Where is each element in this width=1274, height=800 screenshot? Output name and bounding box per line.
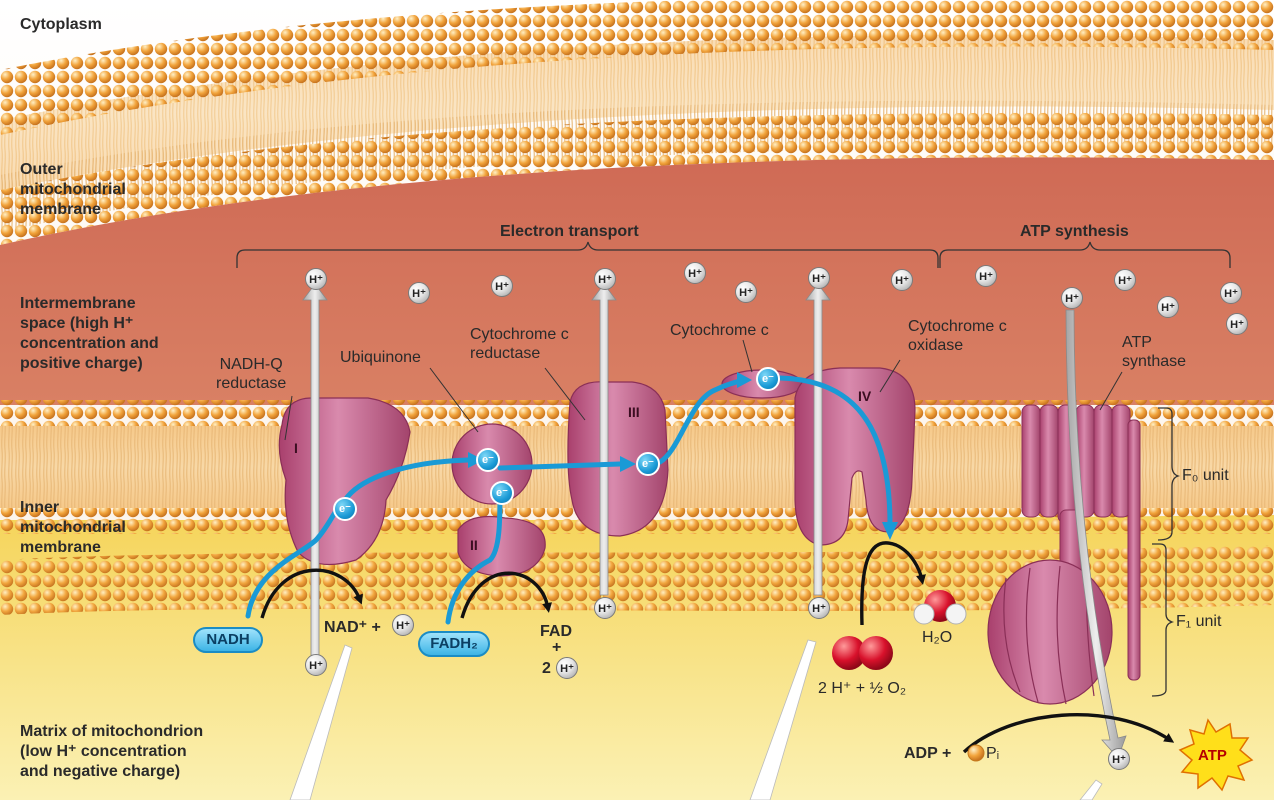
proton-icon: H⁺ — [408, 282, 430, 304]
proton-icon: H⁺ — [392, 614, 414, 636]
proton-icon: H⁺ — [891, 269, 913, 291]
atp-synthesis-label: ATP synthesis — [1020, 223, 1129, 240]
nadh-q-reductase-label: NADH-Q reductase — [216, 355, 286, 393]
intermembrane-line-3: concentration and — [20, 335, 159, 352]
proton-icon: H⁺ — [305, 268, 327, 290]
proton-icon: H⁺ — [1220, 282, 1242, 304]
cyt-c-reductase-line-1: Cytochrome c — [470, 326, 569, 343]
electron-icon: e⁻ — [333, 497, 357, 521]
f0-unit-label: F₀ unit — [1182, 467, 1229, 484]
fad-label: FAD — [540, 623, 572, 640]
intermembrane-line-1: Intermembrane — [20, 295, 136, 312]
proton-icon: H⁺ — [808, 597, 830, 619]
outer-membrane-label: Outer mitochondrial membrane — [20, 160, 126, 220]
electron-icon: e⁻ — [476, 448, 500, 472]
proton-icon: H⁺ — [1226, 313, 1248, 335]
proton-icon: H⁺ — [556, 657, 578, 679]
oxygen-equation-label: 2 H⁺ + ½ O₂ — [818, 680, 907, 697]
proton-icon: H⁺ — [594, 597, 616, 619]
cytochrome-c-oxidase-label: Cytochrome c oxidase — [908, 317, 1007, 355]
atp-synthase-line-2: synthase — [1122, 353, 1187, 370]
proton-icon: H⁺ — [305, 654, 327, 676]
proton-icon: H⁺ — [808, 267, 830, 289]
matrix-line-1: Matrix of mitochondrion — [20, 723, 204, 740]
cyt-c-reductase-line-2: reductase — [470, 345, 541, 362]
nadh-q-line-2: reductase — [216, 375, 287, 392]
nad-plus-label: NAD⁺ + — [324, 619, 381, 636]
electron-icon: e⁻ — [756, 367, 780, 391]
inner-membrane-label: Inner mitochondrial membrane — [20, 498, 126, 558]
outer-membrane-line-2: mitochondrial — [20, 181, 126, 198]
inner-membrane-line-1: Inner — [20, 499, 60, 516]
intermembrane-line-2: space (high H⁺ — [20, 315, 134, 332]
fad-two-label: 2 — [542, 660, 551, 677]
pi-label: Pᵢ — [986, 745, 1000, 762]
complex-ii-numeral: II — [470, 537, 478, 553]
atp-synthase-line-1: ATP — [1122, 334, 1152, 351]
f1-unit-label: F₁ unit — [1176, 613, 1222, 630]
matrix-line-3: and negative charge) — [20, 763, 181, 780]
nadh-carrier: NADH — [193, 627, 263, 653]
matrix-label: Matrix of mitochondrion (low H⁺ concentr… — [20, 722, 203, 782]
proton-icon: H⁺ — [491, 275, 513, 297]
proton-icon: H⁺ — [1114, 269, 1136, 291]
electron-icon: e⁻ — [490, 481, 514, 505]
atp-product-label: ATP — [1198, 747, 1227, 764]
atp-synthase-label: ATP synthase — [1122, 333, 1186, 371]
complex-iv-numeral: IV — [858, 388, 872, 404]
intermembrane-space-label: Intermembrane space (high H⁺ concentrati… — [20, 294, 159, 374]
outer-membrane-line-1: Outer — [20, 161, 63, 178]
water-label: H₂O — [922, 629, 953, 646]
inner-membrane-line-3: membrane — [20, 539, 101, 556]
matrix-line-2: (low H⁺ concentration — [20, 743, 187, 760]
inner-membrane-line-2: mitochondrial — [20, 519, 126, 536]
cytochrome-c-label: Cytochrome c — [670, 322, 769, 339]
cyt-c-oxidase-line-2: oxidase — [908, 337, 964, 354]
proton-icon: H⁺ — [975, 265, 997, 287]
electron-icon: e⁻ — [636, 452, 660, 476]
adp-label: ADP + — [904, 745, 952, 762]
proton-icon: H⁺ — [735, 281, 757, 303]
fadh2-carrier: FADH₂ — [418, 631, 490, 657]
cytochrome-c-reductase-label: Cytochrome c reductase — [470, 325, 569, 363]
outer-membrane-line-3: membrane — [20, 201, 101, 218]
fad-plus-label: + — [552, 639, 562, 656]
nadh-q-line-1: NADH-Q — [219, 356, 283, 373]
ubiquinone-label: Ubiquinone — [340, 349, 421, 366]
proton-icon: H⁺ — [1108, 748, 1130, 770]
proton-icon: H⁺ — [1061, 287, 1083, 309]
cytoplasm-label: Cytoplasm — [20, 16, 102, 33]
cyt-c-oxidase-line-1: Cytochrome c — [908, 318, 1007, 335]
proton-icon: H⁺ — [594, 268, 616, 290]
complex-i-numeral: I — [294, 440, 298, 456]
proton-icon: H⁺ — [684, 262, 706, 284]
intermembrane-line-4: positive charge) — [20, 355, 143, 372]
proton-icon: H⁺ — [1157, 296, 1179, 318]
complex-iii-numeral: III — [628, 404, 640, 420]
electron-transport-label: Electron transport — [500, 223, 639, 240]
